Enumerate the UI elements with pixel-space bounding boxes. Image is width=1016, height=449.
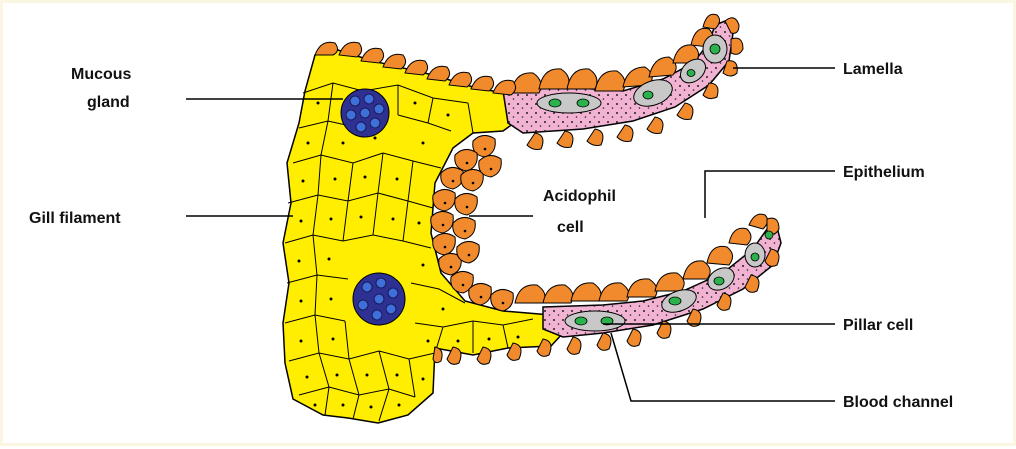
mucous-gland-upper	[341, 89, 389, 137]
label-pillar-cell: Pillar cell	[843, 317, 913, 334]
epithelium-leader	[705, 171, 835, 218]
label-acidophil-line2: cell	[557, 219, 584, 236]
diagram-canvas: Mucous gland Gill filament Acidophil cel…	[3, 3, 1016, 449]
label-lamella: Lamella	[843, 61, 903, 78]
label-acidophil-line1: Acidophil	[543, 188, 616, 205]
label-blood-channel: Blood channel	[843, 394, 953, 411]
label-mucous-gland-line1: Mucous	[71, 66, 132, 83]
label-gill-filament: Gill filament	[29, 210, 121, 227]
label-epithelium: Epithelium	[843, 164, 925, 181]
label-mucous-gland-line2: gland	[87, 94, 130, 111]
blood-channel-leader	[611, 333, 835, 401]
mucous-gland-lower	[353, 273, 405, 325]
